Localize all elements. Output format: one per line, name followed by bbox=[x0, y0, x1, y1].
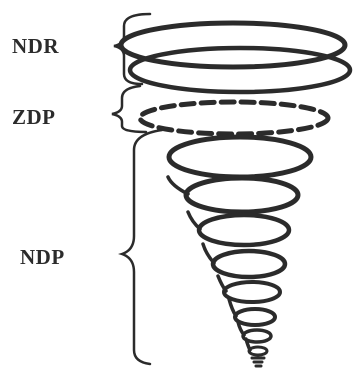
spiral-loop-zdp bbox=[137, 99, 331, 137]
label-zdp: ZDP bbox=[12, 105, 56, 129]
label-ndp: NDP bbox=[20, 245, 65, 269]
spiral-loop-ndr-1 bbox=[118, 20, 348, 70]
spiral-loop-ndp-8 bbox=[247, 345, 269, 357]
spiral-loop-ndp-1 bbox=[166, 134, 314, 180]
spiral-tip bbox=[250, 356, 266, 368]
bracket-ndr bbox=[113, 12, 152, 86]
spiral-loop-ndp-4 bbox=[210, 248, 288, 280]
spiral-loop-ndp-6 bbox=[233, 307, 277, 327]
spiral-connectors bbox=[166, 175, 252, 352]
spiral-loop-ndp-2 bbox=[183, 175, 301, 215]
bracket-ndp bbox=[118, 128, 164, 366]
spiral-loop-ndp-5 bbox=[222, 280, 282, 304]
label-ndr: NDR bbox=[12, 34, 59, 58]
bracket-zdp bbox=[111, 84, 148, 134]
spiral-loop-ndp-3 bbox=[196, 212, 292, 248]
spiral-loop-ndr-2 bbox=[127, 45, 353, 95]
